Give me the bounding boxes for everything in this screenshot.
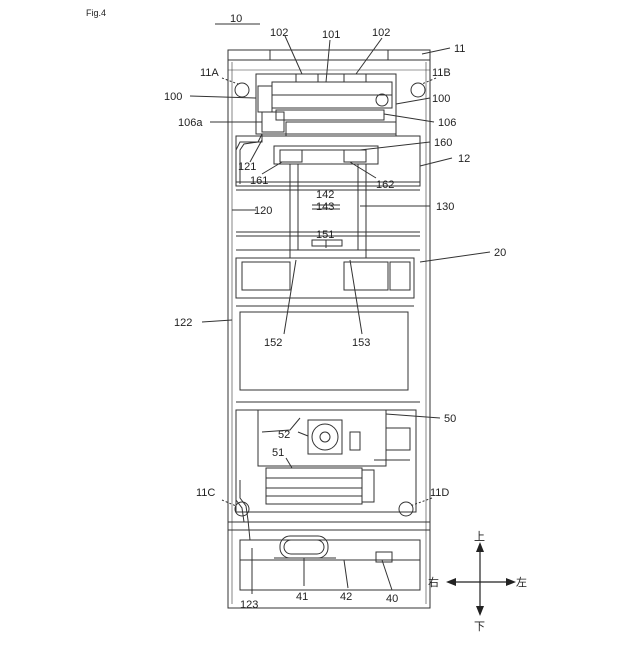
corner-bolt-11d — [399, 502, 413, 516]
element-106a — [262, 112, 284, 132]
corner-bolt-11a — [235, 83, 249, 97]
corner-bolt-11b — [411, 83, 425, 97]
label-162: 162 — [376, 179, 394, 191]
label-160: 160 — [434, 137, 452, 149]
label-52: 52 — [278, 429, 290, 441]
label-11b: 11B — [432, 67, 451, 79]
label-12: 12 — [458, 153, 470, 165]
label-20: 20 — [494, 247, 506, 259]
label-11a: 11A — [200, 67, 219, 79]
label-122: 122 — [174, 317, 192, 329]
compressor-room-40 — [228, 522, 430, 608]
cooling-unit-100 — [256, 74, 396, 134]
element-106 — [276, 110, 384, 120]
storage-bin-upper — [236, 258, 414, 298]
direction-up-label: 上 — [474, 530, 485, 543]
label-120: 120 — [254, 205, 272, 217]
label-123: 123 — [240, 599, 258, 611]
label-121: 121 — [238, 161, 256, 173]
fan-102-right — [344, 74, 366, 82]
condenser-51 — [266, 468, 362, 504]
direction-down-label: 下 — [474, 620, 485, 633]
label-102-left: 102 — [270, 27, 288, 39]
arrow-right-direction-icon — [446, 578, 456, 586]
direction-right-label: 右 — [428, 575, 439, 589]
label-130: 130 — [436, 201, 454, 213]
machine-room-50 — [236, 410, 416, 512]
label-106: 106 — [438, 117, 456, 129]
arrow-down-icon — [476, 606, 484, 616]
label-106a: 106a — [178, 117, 203, 129]
label-161: 161 — [250, 175, 268, 187]
direction-arrows — [452, 548, 510, 610]
label-51: 51 — [272, 447, 284, 459]
label-102-right: 102 — [372, 27, 390, 39]
label-100-left: 100 — [164, 91, 182, 103]
label-11c: 11C — [196, 487, 215, 499]
label-11d: 11D — [430, 487, 449, 499]
direction-left-label: 左 — [516, 576, 527, 589]
label-100-right: 100 — [432, 93, 450, 105]
compressor-41 — [280, 536, 328, 558]
arrow-left-direction-icon — [506, 578, 516, 586]
fan-102-left — [296, 74, 318, 82]
label-42: 42 — [340, 591, 352, 603]
label-143: 143 — [316, 201, 334, 213]
fan-52 — [308, 420, 342, 454]
label-153: 153 — [352, 337, 370, 349]
label-101: 101 — [322, 29, 340, 41]
label-10: 10 — [230, 13, 242, 25]
duct-160 — [274, 146, 378, 164]
label-142: 142 — [316, 189, 334, 201]
label-40: 40 — [386, 593, 398, 605]
label-152: 152 — [264, 337, 282, 349]
label-41: 41 — [296, 591, 308, 603]
label-50: 50 — [444, 413, 456, 425]
storage-bin-lower — [240, 312, 408, 390]
label-151: 151 — [316, 229, 334, 241]
arrow-up-icon — [476, 542, 484, 552]
label-11: 11 — [454, 43, 465, 55]
figure-title: Fig.4 — [86, 8, 106, 18]
